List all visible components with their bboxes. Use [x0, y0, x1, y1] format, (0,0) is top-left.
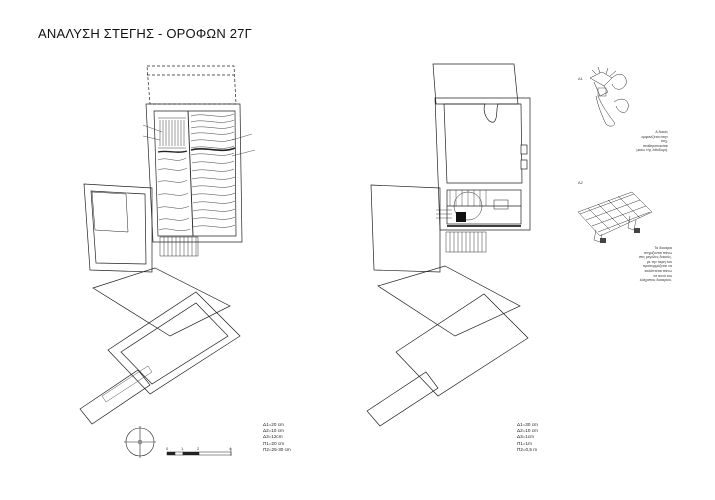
left-lower-block [92, 267, 231, 337]
legend-left-item: Π2=25-30 cm [263, 446, 291, 452]
caption-line: Τα δοκάρια [654, 246, 672, 250]
right-inner-room [443, 103, 523, 184]
legend-left-item: Δ1=20 cm [263, 422, 284, 427]
caption-line: μεσω της λιθοδομή. [636, 148, 668, 153]
legend-right-item: Δ2=10 cm [517, 428, 538, 434]
left-roof-boards-right-bay [190, 113, 236, 228]
caption-line: στις μεγάλες δοκούς, [638, 255, 672, 260]
caption-line: ελάχιστου δοκαριού. [639, 278, 672, 283]
scale-label-4: 4 [229, 446, 232, 451]
left-annex [79, 369, 151, 425]
caption-line: εμφανίζεται στην [641, 134, 668, 139]
caption-line: προσαρμόζεται να [642, 264, 672, 269]
sheet-title: ΑΝΑΛΥΣΗ ΣΤΕΓΗΣ - ΟΡΟΦΩΝ 27Γ [38, 26, 252, 41]
legend-left-item: Δ2=10 cm [263, 428, 284, 434]
legend-right-item: Δ1=30 cm [517, 422, 538, 427]
detail-a2-caption: Τα δοκάρια στηρίζονται πάνω στις μεγάλες… [612, 246, 672, 283]
caption-line: τοιχ. [660, 139, 668, 144]
scale-bar [166, 448, 232, 456]
left-adjacent-building-outer [83, 183, 153, 273]
caption-line: σε αυτά του [653, 273, 672, 278]
left-rotated-building-inner [120, 302, 229, 385]
left-leader-lines [142, 124, 256, 157]
caption-line: καλύπτεται πάνω [644, 268, 672, 273]
detail-sketch-a1 [589, 66, 629, 127]
right-staircase [445, 231, 487, 253]
left-staircase [159, 236, 199, 257]
left-floor-plan [79, 65, 256, 425]
detail-a1-caption: Α δοκός εμφανίζεται στην τοιχ. σταθεροπο… [610, 130, 668, 153]
left-main-building-inner [153, 110, 237, 237]
scale-label-0: 0 [166, 446, 169, 451]
legend-right-item: Π2=0,5 m [517, 446, 538, 452]
left-main-building-outer [145, 103, 243, 243]
left-rotated-building-outer [107, 291, 241, 395]
scale-label-2: 2 [197, 446, 200, 451]
right-lower-block [377, 265, 521, 337]
detail-sketch-a2 [577, 191, 653, 243]
detail-a2-id: A2 [578, 180, 583, 185]
legend-right-item: Δ3=1cm [517, 434, 534, 440]
caption-line: με την άκρη του [646, 259, 672, 264]
left-dashed-extension [146, 65, 237, 105]
legend-right-item: Π1=1m [517, 440, 532, 446]
caption-line: στηρίζονται πάνω [644, 250, 672, 255]
right-main-building-outer [434, 97, 531, 231]
left-adjacent-building-inner [90, 190, 147, 265]
compass-rose [124, 426, 156, 458]
right-floor-plan [366, 63, 531, 427]
right-annex [366, 371, 439, 427]
scale-label-1: 1 [181, 446, 184, 451]
right-lower-room [446, 189, 522, 225]
caption-line: σταθεροποιείται [642, 143, 668, 148]
legend-right: Δ1=30 cm Δ2=10 cm Δ3=1cm Π1=1m Π2=0,5 m [517, 422, 538, 453]
detail-a1-id: A1 [578, 76, 583, 81]
left-roof-boards-left-bay [157, 117, 191, 231]
right-ceiling-beams [449, 190, 487, 206]
legend-left: Δ1=20 cm Δ2=10 cm Δ3=12cm Π1=20 cm Π2=25… [263, 422, 291, 453]
right-column-detail [453, 191, 483, 221]
right-rotated-building [395, 293, 529, 397]
legend-left-item: Π1=20 cm [263, 440, 285, 446]
legend-left-item: Δ3=12cm [263, 434, 283, 440]
caption-line: Α δοκός [655, 130, 668, 134]
right-adjacent-building [370, 184, 441, 273]
